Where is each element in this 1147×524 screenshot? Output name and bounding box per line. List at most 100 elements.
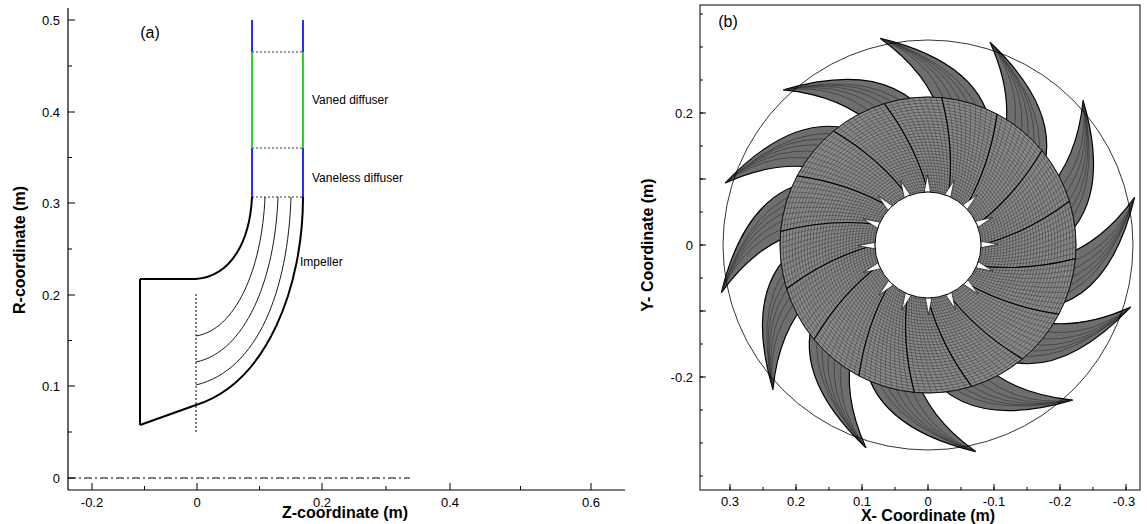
mesh-line xyxy=(896,101,933,193)
tick-label: -0.1 xyxy=(983,495,1005,508)
tick-label: -0.2 xyxy=(81,496,103,509)
tick-label: 0 xyxy=(924,495,931,508)
mesh-ring xyxy=(849,166,1007,324)
exit-line xyxy=(252,197,303,198)
minor-tick xyxy=(1027,487,1028,490)
mesh-ring xyxy=(843,160,1013,330)
hub-gap xyxy=(975,218,992,228)
minor-tick xyxy=(68,432,72,433)
mesh-ring xyxy=(873,190,983,300)
major-tick xyxy=(796,484,797,490)
mesh-line xyxy=(981,213,1073,250)
minor-tick xyxy=(700,377,703,378)
hub-circle xyxy=(875,192,981,298)
major-tick xyxy=(92,483,93,490)
tick-label: 0.5 xyxy=(42,14,60,27)
leading-edge-line xyxy=(196,294,197,432)
mesh-ring xyxy=(786,103,1070,387)
panel-b-plot xyxy=(700,5,1140,490)
tick-label: 0 xyxy=(686,239,693,252)
minor-tick xyxy=(68,249,72,250)
mesh-ring xyxy=(852,169,1004,321)
sector-boundary xyxy=(966,283,1059,315)
axis-ticks xyxy=(68,20,591,490)
hub-gap xyxy=(925,298,931,315)
minor-tick xyxy=(520,486,521,490)
hub-gap xyxy=(864,263,881,273)
part-name: Vaned diffuser xyxy=(312,94,388,106)
mesh-line xyxy=(974,271,1072,279)
tick-label: 0.6 xyxy=(582,496,600,509)
sector-boundary xyxy=(797,176,890,208)
tick-label: 0 xyxy=(53,472,60,485)
minor-tick xyxy=(829,487,830,490)
hub-gap xyxy=(858,242,875,248)
sector-boundary xyxy=(966,114,998,207)
hub-line xyxy=(140,197,303,425)
minor-tick xyxy=(796,487,797,490)
minor-tick xyxy=(961,487,962,490)
minor-tick xyxy=(700,113,703,114)
minor-tick xyxy=(700,476,703,477)
mesh-ring xyxy=(795,112,1061,378)
tick-label: -0.2 xyxy=(671,371,693,384)
major-tick xyxy=(197,483,198,490)
mesh-ring xyxy=(831,148,1025,342)
minor-tick xyxy=(68,340,72,341)
major-tick xyxy=(730,484,731,490)
mesh-line xyxy=(978,253,1076,265)
mesh-ring xyxy=(789,106,1067,384)
mesh-line xyxy=(936,97,948,195)
mesh-ring xyxy=(828,145,1028,345)
minor-tick xyxy=(1126,487,1127,490)
minor-tick xyxy=(700,47,703,48)
minor-tick xyxy=(700,80,703,81)
minor-tick xyxy=(68,157,72,158)
minor-tick xyxy=(700,443,703,444)
minor-tick xyxy=(144,486,145,490)
tick-label: 0.4 xyxy=(441,496,459,509)
mesh-line xyxy=(894,291,902,390)
minor-tick xyxy=(68,66,72,67)
tick-label: 0.2 xyxy=(42,289,60,302)
part-name: Impeller xyxy=(300,256,343,268)
axis-title: Z-coordinate (m) xyxy=(282,505,408,521)
minor-tick xyxy=(763,487,764,490)
mesh-ring xyxy=(864,181,992,309)
tick-label: 0.3 xyxy=(42,197,60,210)
streamline xyxy=(196,197,278,362)
part-name: Vaneless diffuser xyxy=(312,172,403,184)
minor-tick xyxy=(1060,487,1061,490)
centre-line xyxy=(68,478,410,479)
major-tick xyxy=(928,484,929,490)
tick-label: 0.2 xyxy=(787,495,805,508)
minor-tick xyxy=(895,487,896,490)
minor-tick xyxy=(700,311,703,312)
impeller-mesh xyxy=(780,97,1076,393)
tick-label: 0.2 xyxy=(313,496,331,509)
tick-label: 0.3 xyxy=(721,495,739,508)
mesh-ring xyxy=(822,139,1034,351)
panel-letter: (a) xyxy=(140,25,160,41)
minor-tick xyxy=(928,487,929,490)
vaneless-wall xyxy=(252,20,303,197)
minor-tick xyxy=(700,311,706,312)
panel-letter: (b) xyxy=(718,14,738,30)
sector-boundary xyxy=(981,201,1069,245)
major-tick xyxy=(68,20,75,21)
minor-tick xyxy=(700,344,703,345)
major-tick xyxy=(68,112,75,113)
streamline xyxy=(196,197,265,336)
sector-boundary xyxy=(884,104,928,192)
mesh-line xyxy=(954,100,962,199)
major-tick xyxy=(68,386,75,387)
tick-label: 0.4 xyxy=(42,106,60,119)
minor-tick xyxy=(700,278,703,279)
tick-label: 0.1 xyxy=(853,495,871,508)
tick-label: 0.1 xyxy=(42,380,60,393)
sector-boundary xyxy=(787,245,875,289)
mesh-ring xyxy=(846,163,1010,327)
mesh-ring xyxy=(807,124,1049,366)
mesh-ring xyxy=(840,157,1016,333)
